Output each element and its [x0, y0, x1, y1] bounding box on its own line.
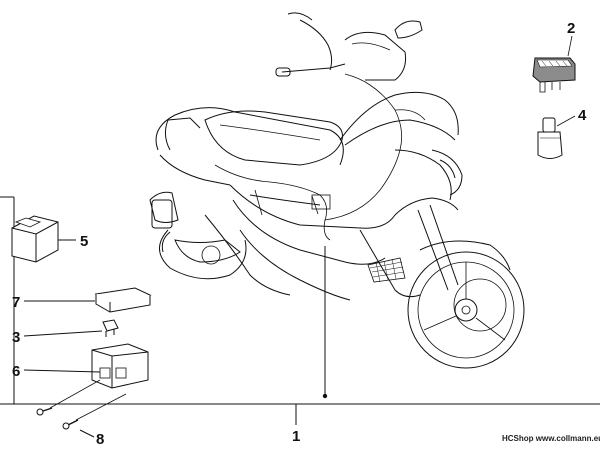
callout-5: 5 — [80, 233, 88, 250]
callout-1: 1 — [292, 428, 300, 445]
scooter-illustration — [149, 12, 525, 369]
callout-2: 2 — [567, 20, 575, 37]
shop-credit: HCShop www.collmann.eu — [502, 434, 600, 443]
part-2-connector — [532, 35, 576, 93]
callout-labels: 1 2 3 4 5 6 7 8 — [12, 20, 587, 448]
callout-3: 3 — [12, 329, 20, 346]
callout-7: 7 — [12, 294, 20, 311]
callout-8: 8 — [96, 431, 104, 448]
leader-harness-dot — [322, 393, 328, 399]
frame-lines — [0, 196, 600, 425]
part-4-socket — [537, 115, 576, 159]
brake-disc — [453, 278, 507, 332]
part-7-cover — [24, 287, 152, 313]
part-8-screws — [36, 379, 127, 438]
callout-4: 4 — [578, 107, 587, 124]
part-6-fuse-box — [23, 343, 149, 389]
part-5-block — [11, 215, 76, 263]
part-3-fuse — [23, 319, 119, 337]
callout-6: 6 — [12, 363, 20, 380]
front-wheel — [407, 251, 525, 369]
